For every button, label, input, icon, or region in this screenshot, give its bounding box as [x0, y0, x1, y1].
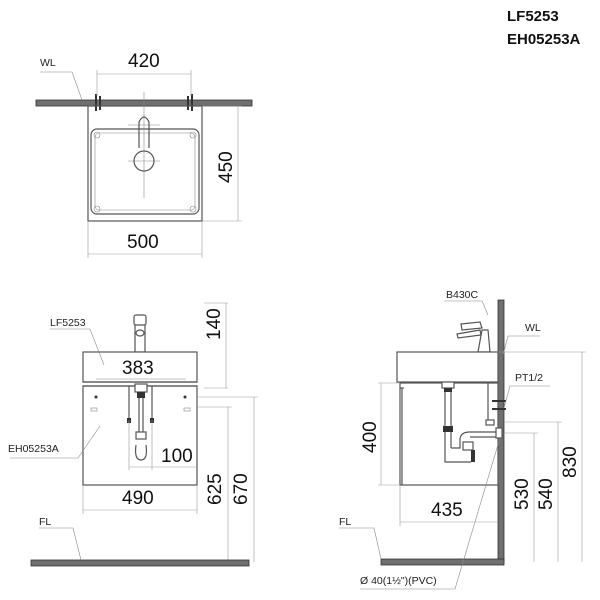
cabinet-side — [399, 382, 499, 486]
leader-cabinet — [10, 425, 101, 459]
drain-assembly-front — [127, 383, 154, 461]
wall-bracket-right — [187, 94, 193, 111]
dim-faucet-height: 140 — [204, 308, 225, 340]
dim-total-height: 830 — [560, 446, 581, 478]
leader-drain — [360, 437, 501, 590]
leader-wall-side — [502, 335, 540, 356]
dim-supply-height: 540 — [536, 478, 557, 510]
floor-line-side — [380, 558, 505, 566]
leader-floor-front — [39, 527, 82, 561]
faucet-side-icon — [456, 321, 491, 353]
basin-side — [396, 351, 499, 383]
dim-bracket-height-high: 670 — [231, 473, 252, 505]
dim-drain-height: 530 — [512, 478, 533, 510]
basin-outer — [87, 105, 203, 222]
leader-basin — [50, 328, 105, 366]
top-view: WL 420 — [35, 51, 253, 258]
wall-bracket-left — [95, 94, 101, 111]
faucet-top-icon — [133, 116, 155, 172]
floor-label-side: FL — [339, 516, 351, 528]
faucet-label-side: B430C — [446, 289, 479, 301]
front-view: 383 100 490 — [8, 302, 258, 567]
top-wall-label: WL — [40, 57, 56, 69]
header-model-faucet: LF5253 — [507, 8, 559, 25]
dim-cabinet-height: 400 — [360, 421, 381, 453]
floor-label-front: FL — [39, 516, 51, 528]
label-cabinet-front: EH05253A — [8, 443, 59, 455]
floor-line-front — [30, 559, 250, 567]
top-wall-leader — [40, 71, 83, 101]
label-basin-front: LF5253 — [50, 317, 86, 329]
leader-supply — [503, 385, 550, 409]
leader-faucet-side — [444, 300, 489, 316]
leader-floor-side — [339, 527, 382, 560]
basin-front — [82, 351, 198, 383]
dim-width-top: 500 — [127, 232, 159, 253]
dim-inner-width: 383 — [122, 358, 154, 379]
drain-assembly-side — [441, 381, 506, 463]
basin-bowl — [90, 128, 200, 215]
dim-cabinet-width: 490 — [122, 488, 154, 509]
dim-faucet-spacing: 420 — [128, 51, 160, 72]
drain-pipe-label: Ø 40(1½")(PVC) — [360, 575, 437, 587]
side-view: B430C WL PT1/2 FL Ø 40(1½")(PVC) 400 435… — [339, 289, 586, 590]
dim-bracket-height-low: 625 — [205, 473, 226, 505]
dim-trap-width: 100 — [161, 446, 193, 467]
supply-label: PT1/2 — [515, 372, 543, 384]
wall-label-side: WL — [525, 322, 541, 334]
header-model-cabinet: EH05253A — [507, 31, 581, 48]
dim-depth-top: 450 — [216, 151, 237, 183]
dim-depth-side: 435 — [431, 500, 463, 521]
faucet-front-icon — [133, 314, 147, 353]
